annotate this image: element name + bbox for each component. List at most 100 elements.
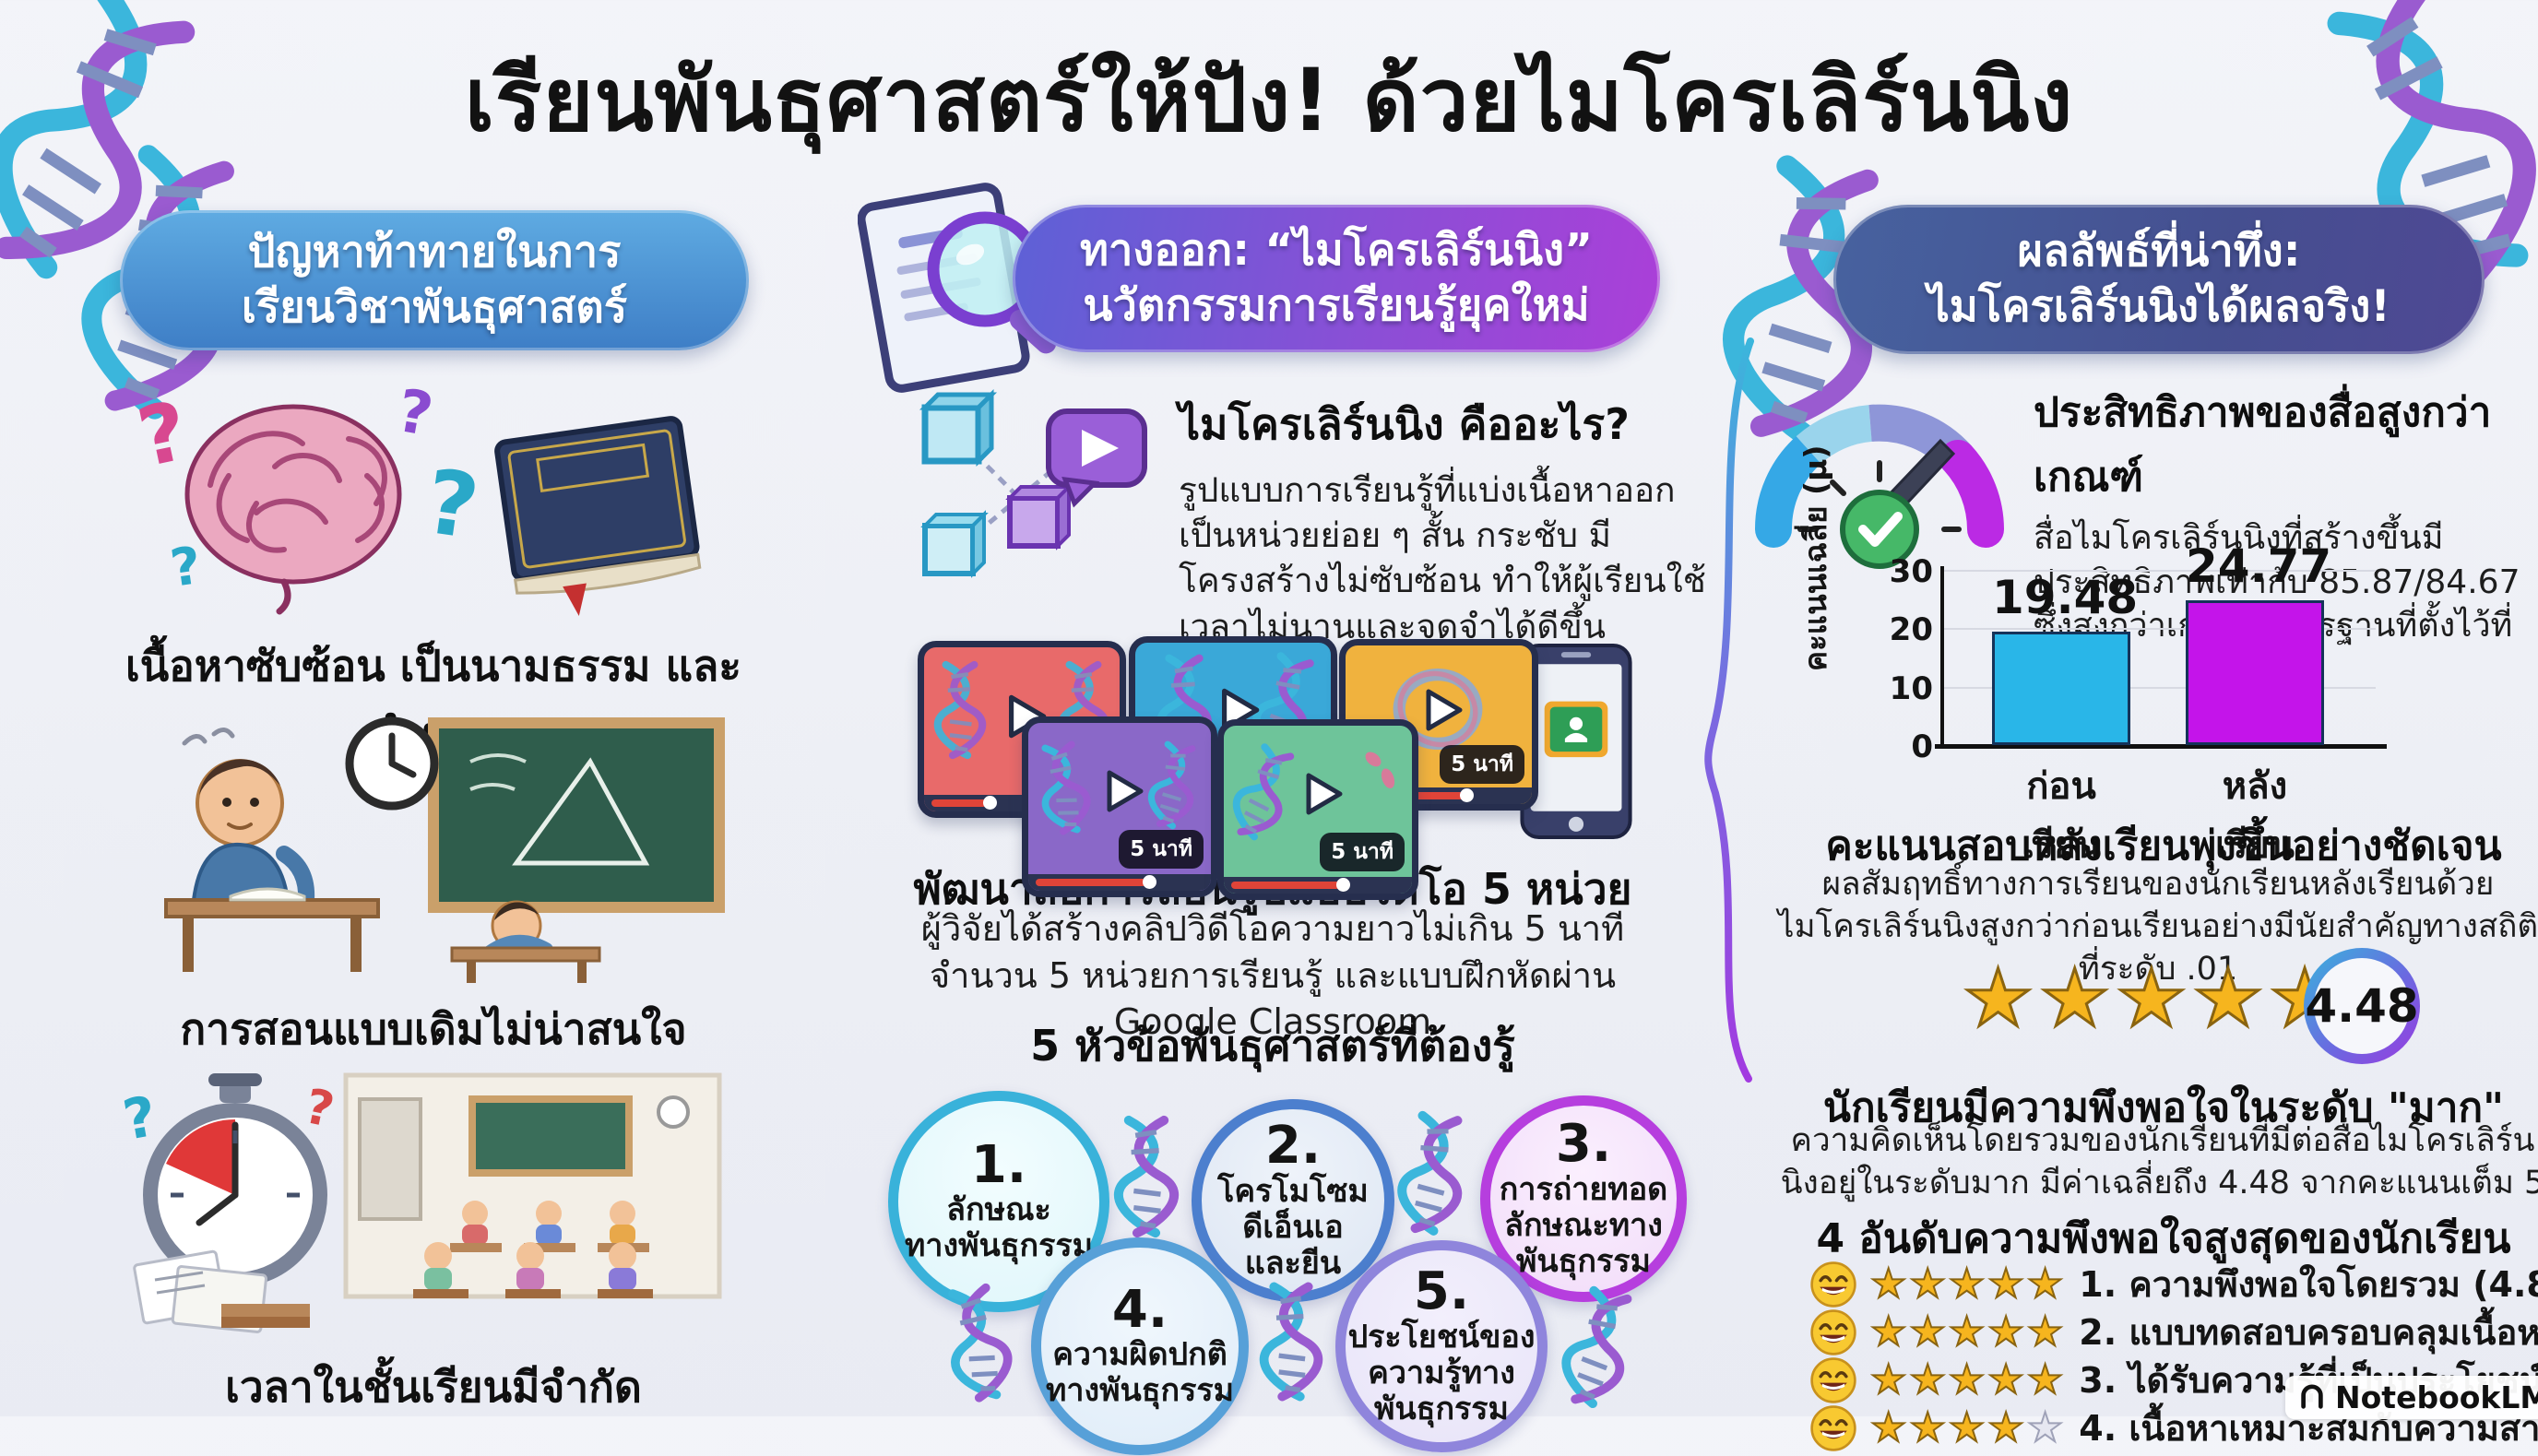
bar-value-after: 24.77 [2186, 539, 2332, 594]
bar-category-before: ก่อนเรียน [2022, 765, 2101, 867]
star-icon: ★ [1908, 1355, 1949, 1403]
play-icon [1426, 689, 1463, 731]
svg-text:?: ? [167, 536, 205, 599]
classroom-scene [343, 1072, 722, 1299]
middle-section-header: ทางออก: “ไมโครเลิร์นนิง” นวัตกรรมการเรีย… [1013, 205, 1660, 352]
satisfaction-heading: นักเรียนมีความพึงพอใจในระดับ "มาก" [1822, 1084, 2505, 1131]
score-bar-chart: คะแนนเฉลี่ย (μ) 30 20 10 0 19.48 24.77 ก… [1797, 445, 2389, 867]
smiley-icon [1809, 1356, 1857, 1403]
chart-x-axis [1935, 744, 2387, 749]
video-card: 5 นาที [1022, 716, 1217, 897]
micro-units-icon [919, 388, 1147, 578]
topic-circle-5: 5. ประโยชน์ของ ความรู้ทาง พันธุกรรม [1335, 1240, 1548, 1452]
satisfaction-stars: ★★★★★ [1961, 958, 2346, 1040]
smiley-icon [1809, 1404, 1857, 1451]
rating-badge: 4.48 [2304, 948, 2420, 1064]
watermark-label: NotebookLM [2335, 1379, 2538, 1415]
chalkboard-icon [428, 717, 725, 913]
svg-text:?: ? [420, 450, 485, 560]
bar-value-before: 19.48 [1992, 570, 2139, 624]
star-icon: ★ [2191, 953, 2270, 1045]
magnifier-tablet-icon [858, 183, 1057, 393]
chart-y-axis [1940, 566, 1944, 749]
media-body: ผู้วิจัยได้สร้างคลิปวิดีโอความยาวไม่เกิน… [920, 908, 1625, 1043]
star-icon: ★ [1908, 1260, 1949, 1308]
topic-circle-1: 1. ลักษณะ ทางพันธุกรรม [888, 1091, 1109, 1312]
right-header-line2: ไมโครเลิร์นนิงได้ผลจริง! [1927, 281, 2390, 332]
video-card: 5 นาที [1217, 719, 1418, 900]
phone-classroom-icon [1520, 644, 1632, 839]
star-icon: ★ [2026, 1308, 2067, 1355]
left-section-header: ปัญหาท้าทายในการ เรียนวิชาพันธุศาสตร์ [120, 210, 749, 350]
star-icon: ★ [2115, 953, 2193, 1045]
star-icon: ★ [1948, 1403, 1988, 1451]
svg-text:?: ? [130, 383, 196, 485]
chart-plot-area: 30 20 10 0 19.48 24.77 ก่อนเรียน หลังเรี… [1890, 539, 2387, 867]
smiley-icon [1809, 1308, 1857, 1355]
star-icon: ★ [1869, 1308, 1910, 1355]
topic-circle-2: 2. โครโมโซม ดีเอ็นเอ และยีน [1192, 1099, 1394, 1302]
left-header-line1: ปัญหาท้าทายในการ [247, 226, 622, 278]
star-icon: ★ [1869, 1260, 1910, 1308]
star-icon: ★ [1948, 1308, 1988, 1355]
check-icon [1840, 490, 1919, 569]
dna-icon [1254, 1277, 1328, 1406]
brain-and-book-illustration: ? ? ? ? [130, 377, 702, 617]
clock-icon [345, 716, 439, 811]
dna-icon [1109, 1111, 1184, 1242]
star-icon: ★ [1869, 1355, 1910, 1403]
right-section-header: ผลลัพธ์ที่น่าทึ่ง: ไมโครเลิร์นนิงได้ผลจร… [1833, 205, 2485, 354]
dna-icon [1386, 1104, 1479, 1244]
svg-text:?: ? [300, 1079, 338, 1139]
ranking-heading: 4 อันดับความพึงพอใจสูงสุดของนักเรียน [1816, 1215, 2511, 1262]
svg-text:?: ? [118, 1084, 160, 1154]
topics-heading: 5 หัวข้อพันธุศาสตร์ที่ต้องรู้ [1030, 1021, 1515, 1071]
stopwatch-icon [143, 1073, 327, 1287]
star-icon: ★ [1948, 1355, 1988, 1403]
slumped-student [450, 900, 601, 983]
problem-caption-2: การสอนแบบเดิมไม่น่าสนใจ [180, 1004, 687, 1054]
scores-body: ผลสัมฤทธิ์ทางการเรียนของนักเรียนหลังเรีย… [1777, 866, 2538, 988]
bored-classroom-illustration [164, 716, 725, 983]
topic-circle-4: 4. ความผิดปกติ ทางพันธุกรรม [1031, 1237, 1249, 1455]
rating-value: 4.48 [2305, 958, 2419, 1054]
topic-circle-3: 3. การถ่ายทอด ลักษณะทาง พันธุกรรม [1480, 1095, 1687, 1302]
what-heading: ไมโครเลิร์นนิง คืออะไร? [1179, 399, 1630, 449]
chart-y-axis-label: คะแนนเฉลี่ย (μ) [1797, 444, 1833, 671]
problem-caption-3: เวลาในชั้นเรียนมีจำกัด [225, 1362, 642, 1412]
limited-time-illustration: ? ? [118, 1072, 722, 1333]
star-icon: ★ [1908, 1308, 1949, 1355]
play-icon [1107, 770, 1144, 812]
right-header-line1: ผลลัพธ์ที่น่าทึ่ง: [2017, 225, 2301, 277]
star-icon: ★ [2026, 1355, 2067, 1403]
star-icon: ★ [1987, 1260, 2027, 1308]
what-body: รูปแบบการเรียนรู้ที่แบ่งเนื้อหาออกเป็นหน… [1179, 470, 1706, 646]
papers-icon [133, 1249, 310, 1333]
empty-star-icon: ★ [2026, 1403, 2067, 1451]
smiley-icon [1809, 1261, 1857, 1308]
star-icon: ★ [1948, 1260, 1988, 1308]
star-icon: ★ [1908, 1403, 1949, 1451]
star-icon: ★ [1869, 1403, 1910, 1451]
left-header-line2: เรียนวิชาพันธุศาสตร์ [241, 282, 628, 333]
duration-badge: 5 นาที [1440, 745, 1524, 784]
duration-badge: 5 นาที [1119, 830, 1204, 869]
middle-header-line1: ทางออก: “ไมโครเลิร์นนิง” [1079, 224, 1594, 276]
page-title: เรียนพันธุศาสตร์ให้ปัง! ด้วยไมโครเลิร์นน… [464, 51, 2074, 151]
book-icon [494, 416, 702, 617]
star-icon: ★ [1987, 1308, 2027, 1355]
efficiency-heading: ประสิทธิภาพของสื่อสูงกว่าเกณฑ์ [2034, 389, 2492, 501]
svg-text:?: ? [392, 377, 437, 450]
play-icon [1306, 773, 1343, 815]
middle-header-line2: นวัตกรรมการเรียนรู้ยุคใหม่ [1083, 280, 1590, 331]
star-icon: ★ [1961, 953, 2040, 1045]
play-bubble-icon [1046, 408, 1147, 508]
notebooklm-logo-icon [2301, 1383, 2323, 1409]
notebooklm-watermark: NotebookLM [2285, 1376, 2538, 1419]
progress-bar [1036, 879, 1146, 886]
bar-category-after: หลังเรียน [2215, 765, 2295, 867]
star-icon: ★ [1987, 1355, 2027, 1403]
star-icon: ★ [1987, 1403, 2027, 1451]
progress-bar [1231, 882, 1340, 889]
